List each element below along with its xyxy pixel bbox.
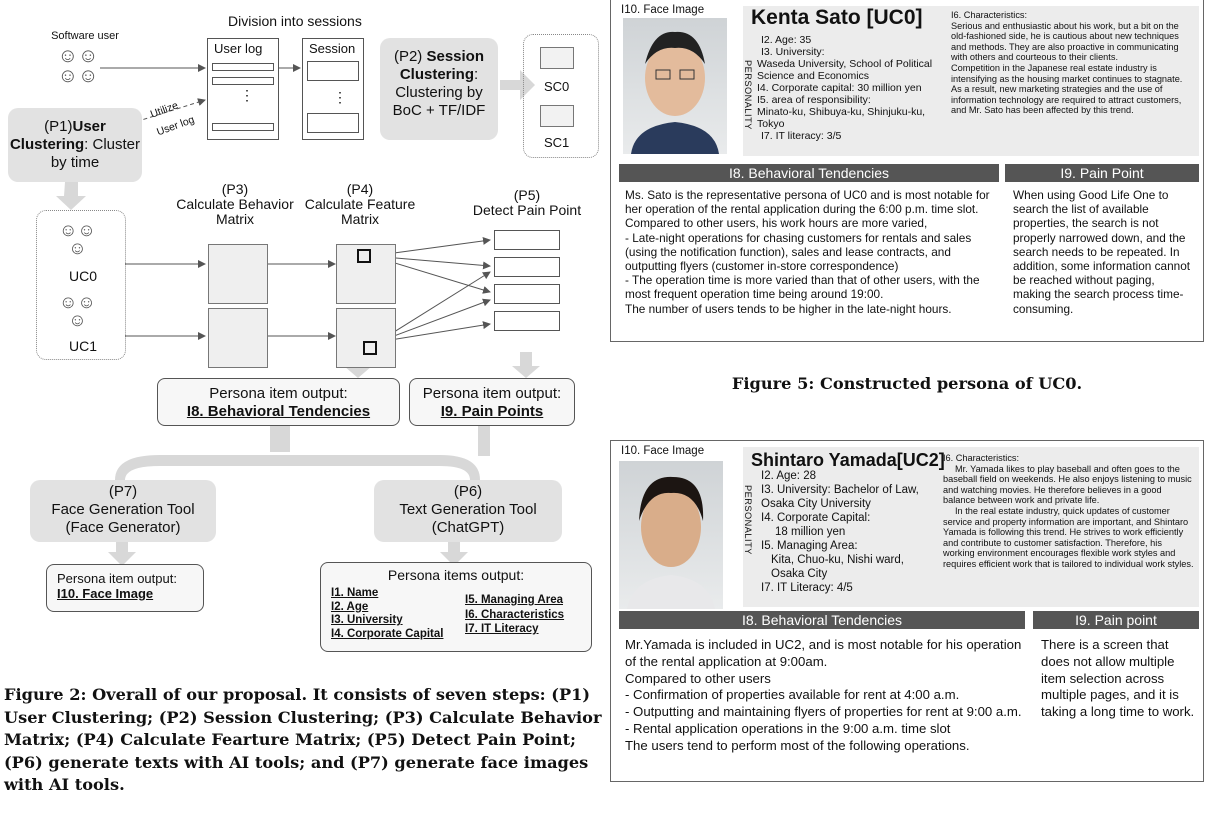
behavioral-tendencies-text: Ms. Sato is the representative persona o… bbox=[625, 188, 990, 316]
output-face-image: Persona item output:I10. Face Image bbox=[46, 564, 204, 612]
user-group-icon: ☺☺☺☺ bbox=[57, 45, 99, 87]
session-box: Session ⋮ bbox=[302, 38, 364, 140]
persona-characteristics: I6. Characteristics: Mr. Yamada likes to… bbox=[943, 453, 1194, 569]
pain-point-text: When using Good Life One to search the l… bbox=[1013, 188, 1191, 316]
personality-label: PERSONALITY bbox=[743, 60, 753, 130]
figure-2-caption: Figure 2: Overall of our proposal. It co… bbox=[4, 685, 602, 794]
output-persona-items-title: Persona items output: bbox=[387, 567, 525, 583]
p6-text-generation: (P6)Text Generation Tool(ChatGPT) bbox=[374, 480, 562, 542]
user-group-icon: ☺☺☺ bbox=[59, 220, 96, 258]
p1-user-clustering: (P1)User Clustering: Cluster by time bbox=[8, 108, 142, 182]
software-user-label: Software user bbox=[51, 30, 119, 42]
pain-point-slot bbox=[494, 230, 560, 250]
sc0-label: SC0 bbox=[544, 79, 570, 94]
diagram-connectors bbox=[56, 64, 540, 566]
p7-face-generation: (P7)Face Generation Tool(Face Generator) bbox=[30, 480, 216, 542]
uc0-label: UC0 bbox=[69, 268, 98, 284]
persona-summary-uc0 bbox=[743, 6, 1199, 156]
pain-point-slot bbox=[494, 257, 560, 277]
pain-point-slot bbox=[494, 311, 560, 331]
persona-card-uc2: I10. Face Image Shintaro Yamada[UC2] PER… bbox=[610, 440, 1204, 782]
output-behavioral-tendencies: Persona item output:I8. Behavioral Tende… bbox=[157, 378, 400, 426]
output-pain-points: Persona item output:I9. Pain Points bbox=[409, 378, 575, 426]
feature-matrix-uc1 bbox=[336, 308, 396, 368]
p2-session-clustering: (P2) Session Clustering: Clustering by B… bbox=[380, 38, 498, 140]
behavioral-tendencies-header: I8. Behavioral Tendencies bbox=[619, 164, 999, 182]
session-cluster-group: SC0 SC1 bbox=[523, 34, 599, 158]
session-label: Session bbox=[309, 41, 356, 56]
feature-matrix-uc0 bbox=[336, 244, 396, 304]
uc1-label: UC1 bbox=[69, 338, 98, 354]
sc1-label: SC1 bbox=[544, 135, 570, 150]
behavioral-tendencies-text: Mr.Yamada is included in UC2, and is mos… bbox=[625, 637, 1022, 753]
persona-characteristics: I6. Characteristics: Serious and enthusi… bbox=[951, 10, 1183, 116]
p5-title: (P5)Detect Pain Point bbox=[472, 187, 582, 218]
figure-5-caption: Figure 5: Constructed persona of UC0. bbox=[731, 374, 1083, 393]
user-cluster-group: ☺☺☺ UC0 ☺☺☺ UC1 bbox=[36, 210, 126, 360]
persona-details: I2. Age: 35 I3. University: Waseda Unive… bbox=[757, 34, 933, 142]
behavior-matrix-uc0 bbox=[208, 244, 268, 304]
sc-doc-icon bbox=[540, 105, 574, 127]
face-image bbox=[623, 18, 727, 154]
pain-point-slot bbox=[494, 284, 560, 304]
user-log-label: User log bbox=[214, 41, 263, 56]
behavior-matrix-uc1 bbox=[208, 308, 268, 368]
face-image-label: I10. Face Image bbox=[621, 4, 705, 16]
user-group-icon: ☺☺☺ bbox=[59, 292, 96, 330]
persona-card-uc0: I10. Face Image Kenta Sato [UC0] PERSONA… bbox=[610, 0, 1204, 342]
user-log-box: User log ⋮ bbox=[207, 38, 279, 140]
p4-title: (P4)Calculate Feature Matrix bbox=[304, 181, 416, 227]
behavioral-tendencies-header: I8. Behavioral Tendencies bbox=[619, 611, 1025, 629]
persona-name: Kenta Sato [UC0] bbox=[751, 6, 923, 29]
persona-details: I2. Age: 28 I3. University: Bachelor of … bbox=[761, 470, 919, 594]
division-label: Division into sessions bbox=[228, 13, 362, 29]
p3-title: (P3)Calculate Behavior Matrix bbox=[176, 181, 294, 227]
persona-name: Shintaro Yamada[UC2] bbox=[751, 450, 945, 470]
face-image bbox=[619, 461, 723, 609]
pain-point-header: I9. Pain Point bbox=[1005, 164, 1199, 182]
pain-point-header: I9. Pain point bbox=[1033, 611, 1199, 629]
persona-summary-uc2 bbox=[743, 447, 1199, 607]
sc-doc-icon bbox=[540, 47, 574, 69]
face-image-label: I10. Face Image bbox=[621, 445, 705, 457]
personality-label: PERSONALITY bbox=[743, 485, 753, 555]
pain-point-text: There is a screen that does not allow mu… bbox=[1041, 637, 1195, 720]
